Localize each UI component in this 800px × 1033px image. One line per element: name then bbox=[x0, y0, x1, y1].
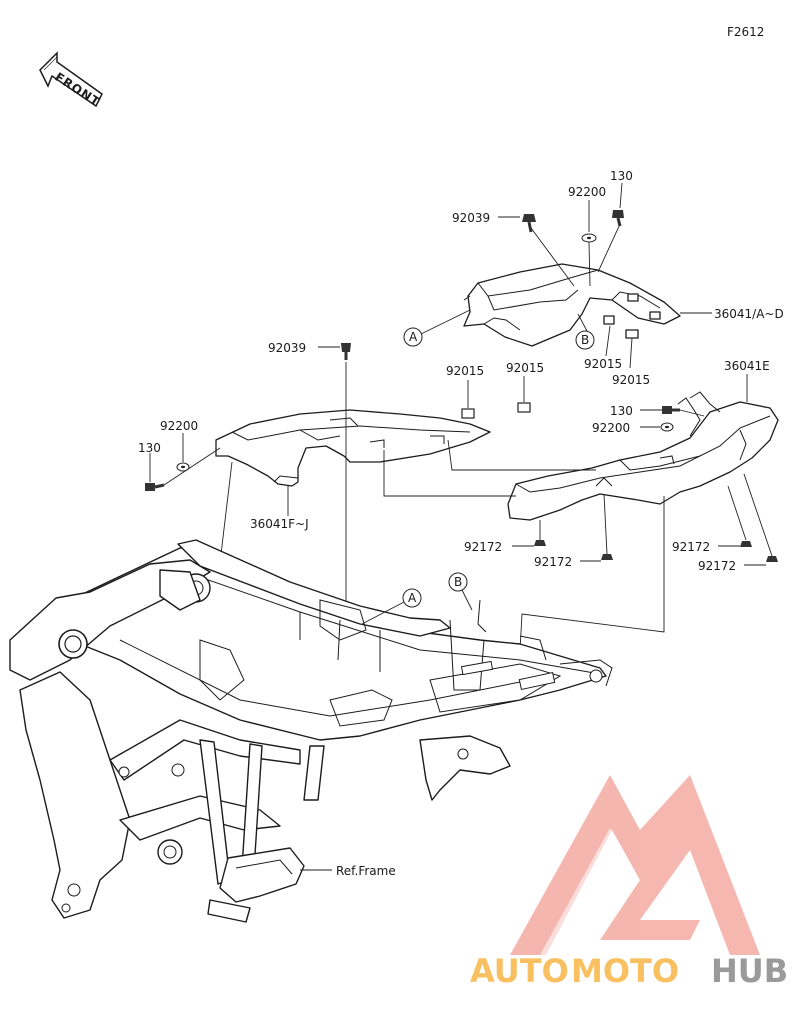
part-36041-a-d: 36041/A~D bbox=[714, 307, 784, 321]
washer-92200-top bbox=[581, 233, 597, 243]
part-92172-b: 92172 bbox=[534, 555, 572, 569]
part-92015-a: 92015 bbox=[584, 357, 622, 371]
part-92039-left: 92039 bbox=[268, 341, 306, 355]
part-92015-d: 92015 bbox=[506, 361, 544, 375]
part-92172-d: 92172 bbox=[698, 559, 736, 573]
screw-92172-c bbox=[740, 541, 752, 547]
screw-92172-a bbox=[534, 540, 546, 546]
part-130-left: 130 bbox=[138, 441, 161, 455]
clip-92015-d bbox=[517, 402, 531, 413]
part-92200-left: 92200 bbox=[160, 419, 198, 433]
logo-moto: MOTO bbox=[571, 952, 679, 990]
cover-36041-f-j bbox=[215, 409, 491, 487]
svg-text:A: A bbox=[408, 591, 417, 605]
part-92015-b: 92015 bbox=[612, 373, 650, 387]
washer-92200-right bbox=[660, 422, 674, 432]
figure-id: F2612 bbox=[727, 25, 764, 39]
part-92039-top: 92039 bbox=[452, 211, 490, 225]
automotohub-wordmark: AUTO MOTO HUB bbox=[470, 952, 788, 990]
ref-frame-label: Ref.Frame bbox=[336, 864, 396, 878]
front-arrow-icon bbox=[39, 51, 103, 108]
bolt-92039-left bbox=[341, 343, 351, 360]
part-92200-top: 92200 bbox=[568, 185, 606, 199]
bolt-130-left bbox=[145, 483, 165, 491]
svg-text:B: B bbox=[581, 333, 589, 347]
svg-text:A: A bbox=[409, 330, 418, 344]
bolt-92039-top bbox=[522, 214, 536, 233]
cover-36041-e bbox=[507, 391, 779, 521]
motorcycle-frame bbox=[9, 539, 613, 923]
screw-92172-d bbox=[766, 556, 778, 562]
callout-a-top bbox=[403, 327, 423, 347]
svg-text:B: B bbox=[454, 575, 462, 589]
logo-auto: AUTO bbox=[470, 952, 569, 990]
bolt-130-top bbox=[612, 210, 624, 227]
washer-92200-left bbox=[176, 462, 190, 472]
part-130-top: 130 bbox=[610, 169, 633, 183]
screw-92172-b bbox=[601, 554, 613, 560]
logo-hub: HUB bbox=[711, 952, 788, 990]
part-92172-a: 92172 bbox=[464, 540, 502, 554]
automotohub-logo bbox=[510, 775, 760, 955]
part-92015-c: 92015 bbox=[446, 364, 484, 378]
callout-b-top bbox=[575, 330, 595, 350]
cover-36041-a-d bbox=[463, 263, 681, 347]
part-92200-right: 92200 bbox=[592, 421, 630, 435]
part-36041-f-j: 36041F~J bbox=[250, 517, 309, 531]
part-92172-c: 92172 bbox=[672, 540, 710, 554]
callout-a-frame bbox=[402, 588, 422, 608]
part-36041e: 36041E bbox=[724, 359, 770, 373]
callout-b-frame bbox=[448, 572, 468, 592]
clip-92015-c bbox=[461, 408, 475, 419]
bolt-130-right bbox=[662, 406, 680, 414]
part-130-right: 130 bbox=[610, 404, 633, 418]
